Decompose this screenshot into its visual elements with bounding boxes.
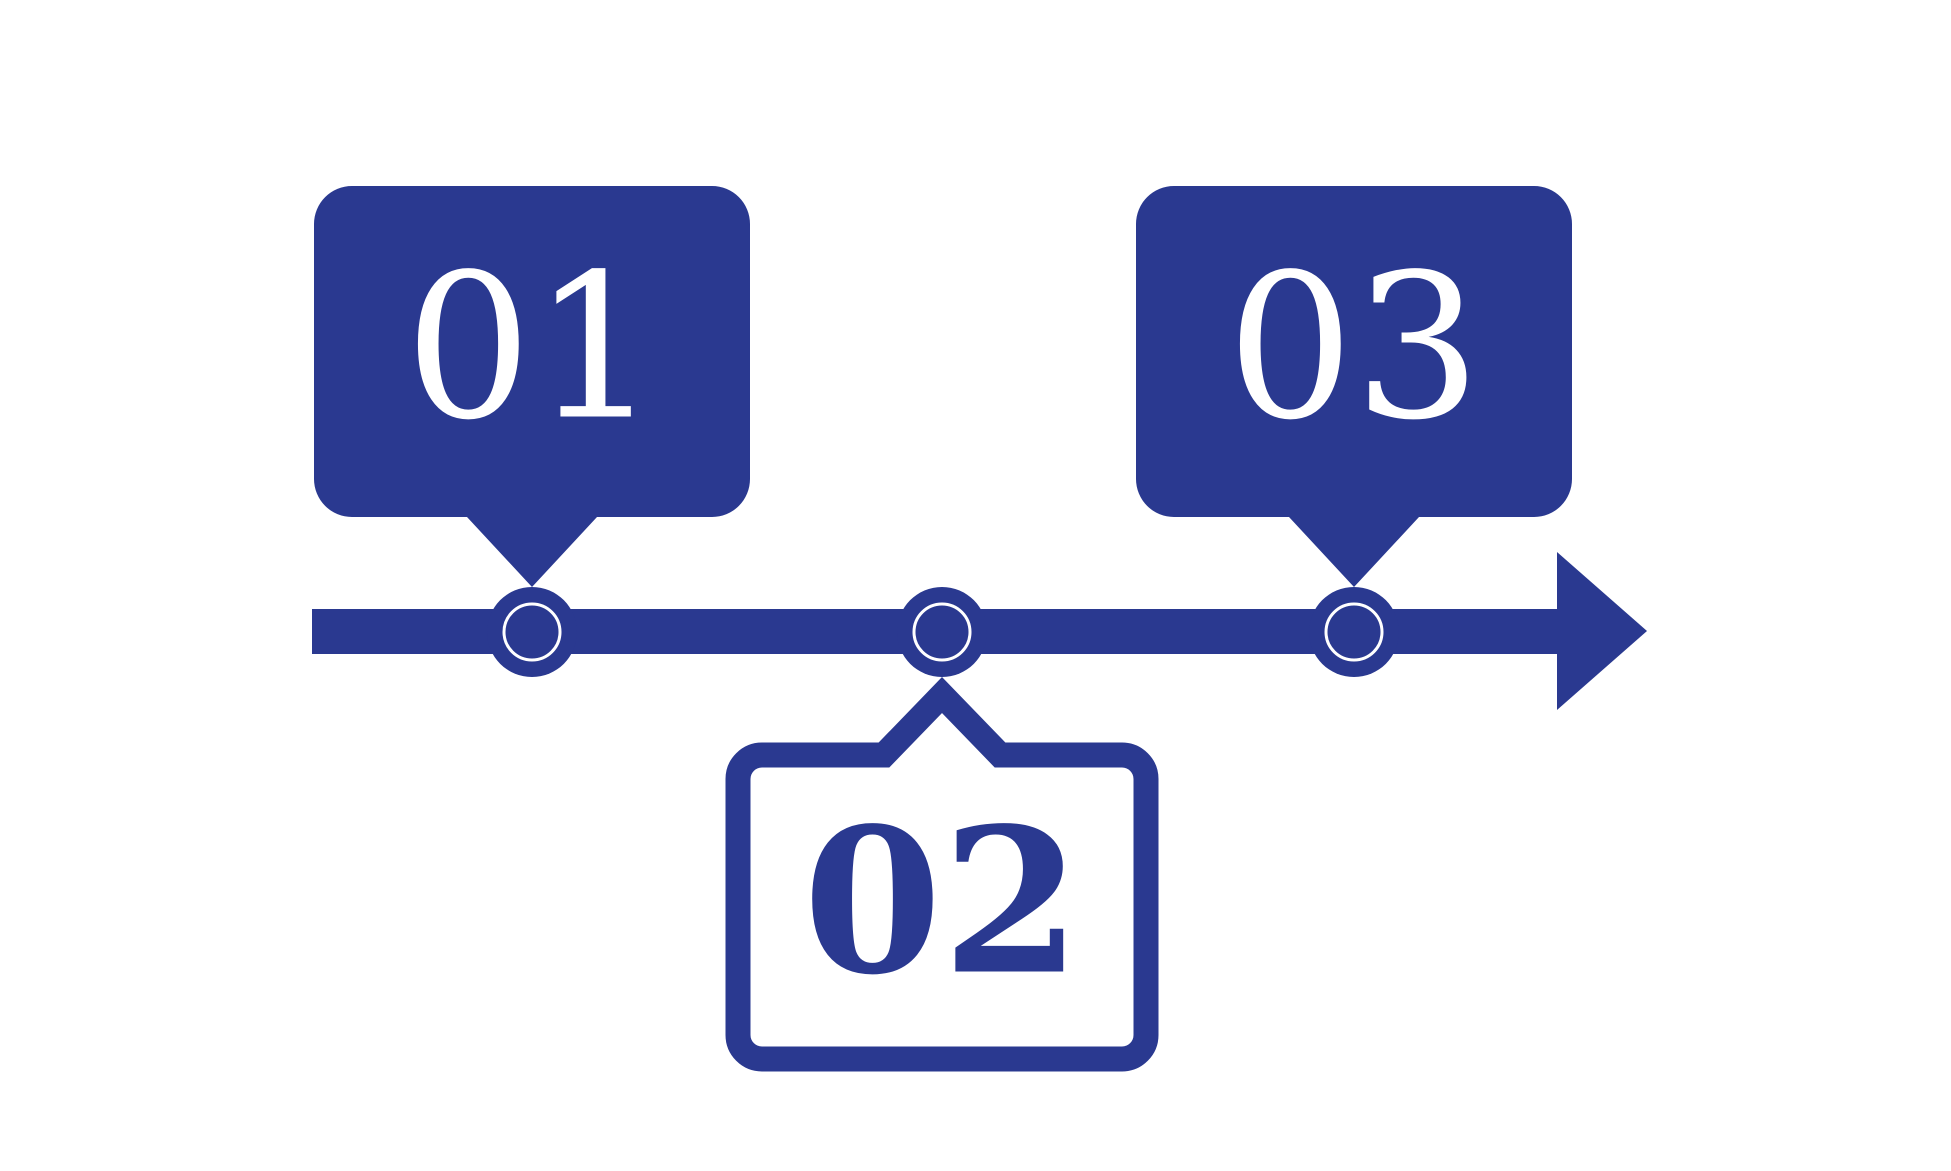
timeline-node-01: [487, 587, 577, 677]
step-number-02: 02: [803, 785, 1081, 1020]
step-number-01: 01: [405, 232, 660, 465]
callout-box-01: [314, 186, 750, 587]
timeline-node-02: [897, 587, 987, 677]
step-callout-01: 01: [314, 186, 750, 587]
step-callout-02: 02: [725, 677, 1159, 1072]
step-number-03: 03: [1227, 232, 1482, 465]
step-callout-03: 03: [1136, 186, 1572, 587]
timeline-node-03: [1309, 587, 1399, 677]
callout-box-02: [725, 677, 1159, 1072]
timeline-arrow-head: [1557, 552, 1647, 710]
callout-box-03: [1136, 186, 1572, 587]
